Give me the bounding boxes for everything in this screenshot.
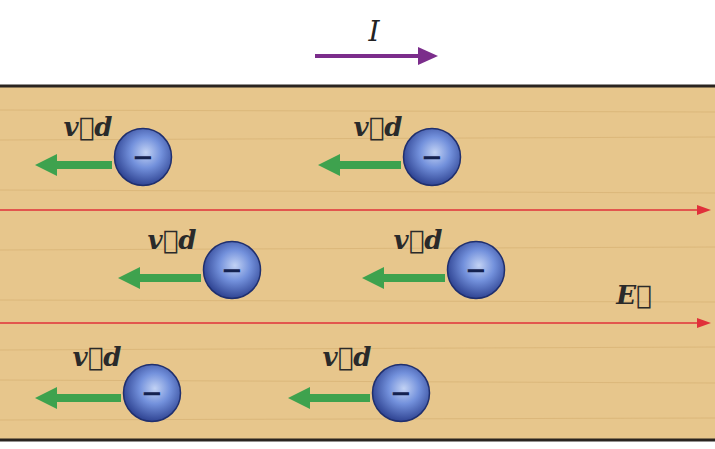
drift-arrow [35, 154, 112, 176]
conductor-edge [0, 85, 715, 88]
drift-velocity-label: v⃗d [64, 112, 113, 143]
charge-sign: − [402, 127, 462, 187]
electron: − [122, 363, 182, 423]
field-line [0, 318, 711, 328]
drift-arrow [288, 387, 370, 409]
conductor [0, 86, 715, 440]
drift-velocity-label: v⃗d [148, 225, 197, 256]
electron: − [113, 127, 173, 187]
charge-sign: − [371, 363, 431, 423]
current-arrow [315, 47, 438, 65]
drift-arrow [362, 267, 445, 289]
field-line [0, 205, 711, 215]
drift-velocity-label: v⃗d [73, 342, 122, 373]
field-label: E⃗ [616, 280, 651, 311]
charge-sign: − [113, 127, 173, 187]
drift-velocity-label: v⃗d [394, 225, 443, 256]
drift-velocity-label: v⃗d [354, 112, 403, 143]
electron: − [202, 240, 262, 300]
wood-grain [0, 110, 715, 420]
drift-arrow [35, 387, 121, 409]
conductor-edge [0, 439, 715, 442]
current-label: I [368, 15, 379, 49]
charge-sign: − [446, 240, 506, 300]
drift-arrow [118, 267, 201, 289]
charge-sign: − [202, 240, 262, 300]
drift-arrow [318, 154, 401, 176]
electron: − [371, 363, 431, 423]
electron: − [402, 127, 462, 187]
drift-velocity-label: v⃗d [323, 342, 372, 373]
charge-sign: − [122, 363, 182, 423]
electron: − [446, 240, 506, 300]
